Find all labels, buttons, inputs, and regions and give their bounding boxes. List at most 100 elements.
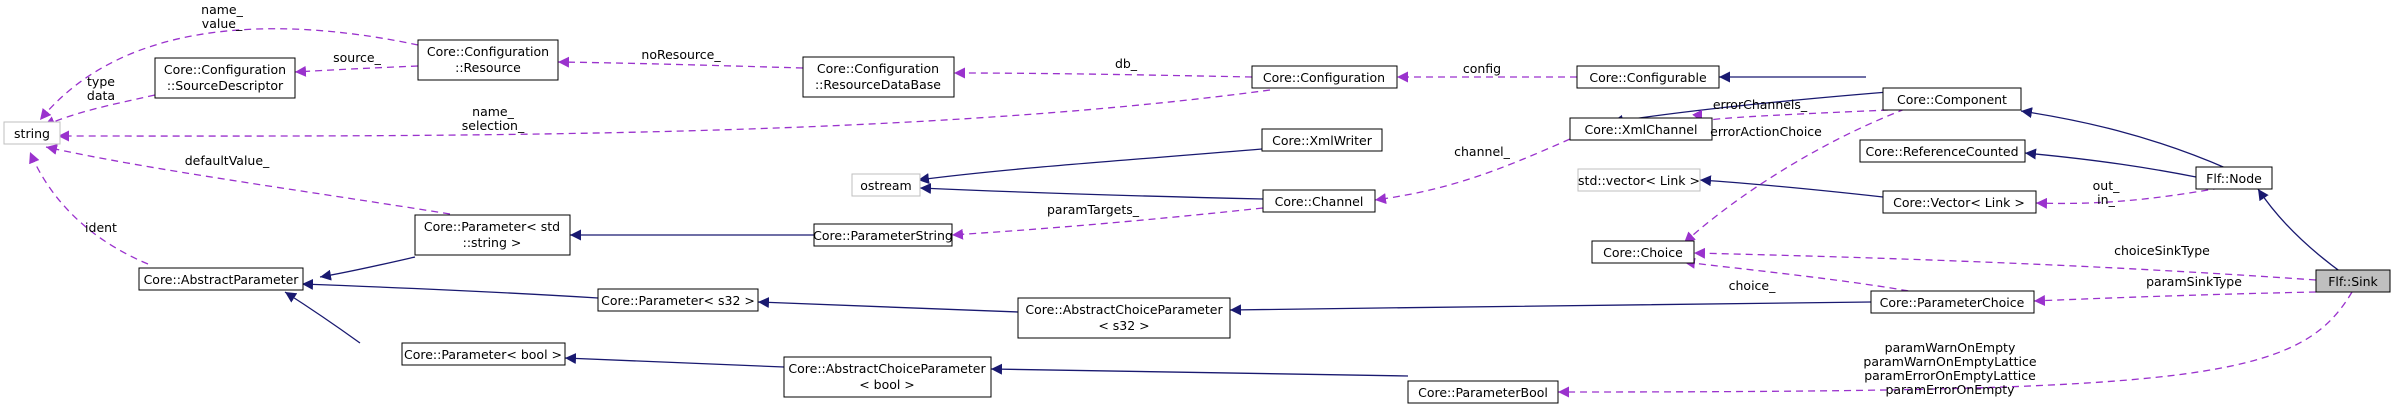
label-no-resource: noResource_ [641, 47, 721, 62]
label-type-data: type [87, 74, 115, 89]
label-param-bool-members: paramWarnOnEmpty [1885, 340, 2016, 355]
svg-text:Core::Vector< Link >: Core::Vector< Link > [1893, 195, 2025, 210]
edge-channel-to-param-string [951, 207, 1264, 240]
edge-xml-channel-to-channel [1374, 138, 1571, 204]
svg-text:Core::Parameter< bool >: Core::Parameter< bool > [404, 347, 562, 362]
label-config: config [1463, 61, 1501, 76]
svg-text:Core::ParameterBool: Core::ParameterBool [1418, 385, 1548, 400]
svg-text:string: string [14, 126, 50, 141]
edge-param-s32-to-abstract-param [301, 278, 599, 299]
node-configuration[interactable]: Core::Configuration [1251, 65, 1398, 89]
svg-text:Core::Component: Core::Component [1897, 92, 2007, 107]
node-channel[interactable]: Core::Channel [1262, 189, 1376, 213]
label-default-value: defaultValue_ [185, 153, 270, 168]
node-parameter-choice[interactable]: Core::ParameterChoice [1870, 290, 2035, 314]
svg-text:Core::Configurable: Core::Configurable [1589, 70, 1707, 85]
label-ident: ident [85, 220, 117, 235]
edge-xml-writer-to-ostream [917, 148, 1263, 185]
label-param-targets: paramTargets_ [1047, 202, 1140, 217]
node-parameter-string[interactable]: Core::ParameterString [813, 223, 953, 247]
svg-text:Core::ParameterChoice: Core::ParameterChoice [1880, 295, 2025, 310]
svg-text:ostream: ostream [860, 178, 911, 193]
svg-text:Core::AbstractChoiceParameter: Core::AbstractChoiceParameter [1025, 302, 1223, 317]
node-source-descriptor[interactable]: Core::Configuration ::SourceDescriptor [154, 57, 296, 99]
node-string[interactable]: string [3, 121, 61, 145]
node-component[interactable]: Core::Component [1882, 87, 2022, 111]
label-param-sink-type: paramSinkType [2146, 274, 2242, 289]
edge-abstract-param-to-string [29, 151, 149, 265]
node-resource-database[interactable]: Core::Configuration ::ResourceDataBase [802, 56, 955, 98]
node-flf-node[interactable]: Flf::Node [2195, 166, 2273, 190]
svg-text:std::vector< Link >: std::vector< Link > [1578, 173, 1700, 188]
node-reference-counted[interactable]: Core::ReferenceCounted [1859, 139, 2026, 163]
edge-component-to-choice [1683, 108, 1906, 244]
node-xml-channel[interactable]: Core::XmlChannel [1569, 117, 1713, 141]
label-param-bool-members: paramErrorOnEmptyLattice [1864, 368, 2036, 383]
svg-text:::ResourceDataBase: ::ResourceDataBase [815, 77, 941, 92]
svg-text:Core::AbstractParameter: Core::AbstractParameter [144, 272, 300, 287]
node-parameter-bool-class[interactable]: Core::ParameterBool [1407, 380, 1559, 404]
svg-text:Core::ParameterString: Core::ParameterString [813, 228, 953, 243]
node-ostream[interactable]: ostream [851, 173, 921, 197]
node-parameter-std-string[interactable]: Core::Parameter< std ::string > [414, 214, 571, 256]
node-vector-link[interactable]: Core::Vector< Link > [1882, 190, 2037, 214]
edge-flf-sink-to-choice [1693, 247, 2317, 281]
node-std-vector-link[interactable]: std::vector< Link > [1577, 168, 1701, 192]
node-configurable[interactable]: Core::Configurable [1576, 65, 1720, 89]
label-name-selection: name_ [472, 104, 514, 119]
node-parameter-bool[interactable]: Core::Parameter< bool > [401, 342, 566, 366]
svg-text:Flf::Node: Flf::Node [2206, 171, 2262, 186]
label-name-selection: selection_ [462, 118, 525, 133]
edge-configuration-to-res-db [953, 67, 1253, 79]
node-configuration-resource[interactable]: Core::Configuration ::Resource [417, 39, 559, 81]
svg-text:< bool >: < bool > [859, 377, 915, 392]
svg-text:Core::XmlWriter: Core::XmlWriter [1272, 133, 1373, 148]
node-choice[interactable]: Core::Choice [1591, 240, 1695, 264]
edge-cfg-res-to-string [39, 28, 419, 121]
node-flf-sink[interactable]: Flf::Sink [2315, 269, 2391, 293]
edge-configuration-to-string [57, 89, 1271, 142]
edge-param-std-string-to-string [45, 144, 451, 215]
svg-text:::SourceDescriptor: ::SourceDescriptor [167, 78, 284, 93]
svg-text:Core::Configuration: Core::Configuration [1263, 70, 1385, 85]
svg-text:Core::Configuration: Core::Configuration [164, 62, 286, 77]
node-parameter-s32[interactable]: Core::Parameter< s32 > [597, 288, 759, 312]
svg-text:Core::Channel: Core::Channel [1275, 194, 1364, 209]
label-name-value: value_ [202, 16, 243, 31]
svg-text:< s32 >: < s32 > [1098, 318, 1149, 333]
node-abstract-choice-bool[interactable]: Core::AbstractChoiceParameter < bool > [783, 356, 992, 398]
label-out-in: in_ [2097, 192, 2115, 207]
edge-flf-sink-to-flf-node [2257, 188, 2346, 276]
node-abstract-parameter[interactable]: Core::AbstractParameter [138, 267, 304, 291]
edge-parameter-choice-to-choice [1683, 257, 1921, 294]
label-out-in: out_ [2093, 178, 2120, 193]
edge-param-bool-to-abstract-param [284, 291, 361, 344]
edge-param-std-string-to-abstract-param [319, 256, 416, 281]
label-source: source_ [333, 50, 382, 65]
edge-vector-link-to-std-vector [1699, 175, 1884, 198]
label-channel: channel_ [1454, 144, 1510, 159]
edge-flf-node-to-ref-counted [2024, 148, 2197, 178]
edge-cfg-res-to-src-desc [294, 65, 419, 77]
label-type-data: data [87, 88, 115, 103]
label-db: db_ [1115, 56, 1138, 71]
edge-flf-sink-to-parameter-choice [2033, 291, 2317, 307]
node-abstract-choice-s32[interactable]: Core::AbstractChoiceParameter < s32 > [1017, 297, 1231, 339]
edge-src-desc-to-string [43, 94, 156, 127]
edge-parameter-bool-to-abs-choice-bool [990, 363, 1409, 377]
svg-text:Core::Parameter< s32 >: Core::Parameter< s32 > [601, 293, 755, 308]
edge-abs-choice-s32-to-param-s32 [757, 297, 1019, 313]
svg-text:Core::Configuration: Core::Configuration [427, 44, 549, 59]
svg-text:Core::Parameter< std: Core::Parameter< std [424, 219, 560, 234]
svg-text:::string >: ::string > [463, 235, 522, 250]
svg-text:Core::AbstractChoiceParameter: Core::AbstractChoiceParameter [788, 361, 986, 376]
edge-abs-choice-bool-to-param-bool [564, 353, 785, 368]
node-xml-writer[interactable]: Core::XmlWriter [1261, 128, 1383, 152]
svg-text:Core::ReferenceCounted: Core::ReferenceCounted [1865, 144, 2018, 159]
svg-text:::Resource: ::Resource [455, 60, 521, 75]
edge-channel-to-ostream [919, 182, 1264, 200]
label-param-bool-members: paramErrorOnEmpty [1885, 382, 2015, 397]
svg-text:Core::Choice: Core::Choice [1603, 245, 1683, 260]
label-error-channels: errorChannels_ [1713, 97, 1808, 112]
